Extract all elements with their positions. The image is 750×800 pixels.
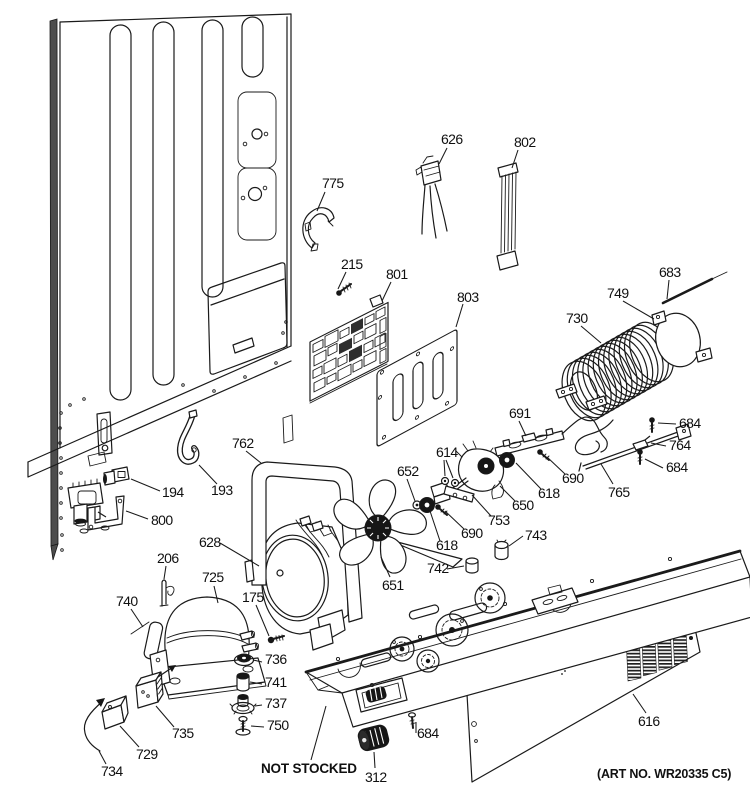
embossed-squares (237, 91, 277, 241)
part-651-fan-blade (333, 479, 463, 574)
part-label-690-l: 690 (461, 525, 483, 541)
part-801-main-control-board (309, 294, 389, 404)
panel-opening (207, 262, 288, 375)
pan-corner-frame (355, 677, 408, 713)
part-label-684-a: 684 (679, 415, 701, 431)
part-label-762: 762 (232, 435, 254, 451)
part-label-690-r: 690 (562, 470, 584, 486)
part-684-screw-a (649, 417, 655, 433)
part-730-condenser-coil (555, 321, 675, 456)
pan-end-bracket (531, 584, 579, 615)
part-775-clamp (302, 207, 335, 252)
part-741-sleeve (236, 672, 250, 692)
part-label-684-b: 684 (666, 459, 688, 475)
part-label-740: 740 (116, 593, 138, 609)
part-label-749: 749 (607, 285, 629, 301)
part-label-626: 626 (441, 131, 463, 147)
part-628-fan-shroud (261, 515, 349, 651)
part-750-stud (235, 715, 251, 736)
part-690-screw-left (435, 504, 448, 516)
part-194-clamp (103, 466, 130, 486)
part-label-741: 741 (265, 674, 287, 690)
rear-panel (27, 13, 294, 561)
part-729-capacitor (101, 695, 129, 730)
part-label-650: 650 (512, 497, 534, 513)
part-label-683: 683 (659, 264, 681, 280)
part-label-616: 616 (638, 713, 660, 729)
part-684-screw-b (637, 449, 643, 465)
part-label-691: 691 (509, 405, 531, 421)
part-691-bracket (489, 416, 608, 459)
part-206-clip (159, 579, 175, 607)
part-683-rod (661, 271, 728, 305)
part-label-614: 614 (436, 444, 458, 460)
part-618-grommet-left (419, 497, 435, 513)
part-label-193: 193 (211, 482, 233, 498)
not-stocked-label: NOT STOCKED (261, 761, 357, 776)
part-label-618-l: 618 (436, 537, 458, 553)
part-740-drier (130, 621, 164, 660)
part-label-737: 737 (265, 695, 287, 711)
part-label-753: 753 (488, 512, 510, 528)
part-label-743: 743 (525, 527, 547, 543)
part-label-736: 736 (265, 651, 287, 667)
leader-lines (98, 147, 677, 769)
part-label-652: 652 (397, 463, 419, 479)
part-735-relay (135, 665, 176, 709)
part-label-651: 651 (382, 577, 404, 593)
part-802-wire-harness (496, 162, 519, 271)
part-193-hose (176, 409, 200, 465)
part-labels: 626 802 775 215 801 803 683 749 730 684 … (101, 131, 731, 785)
part-762-foam-bracket (244, 461, 363, 623)
part-749-baffle-plate (651, 310, 713, 368)
part-175-screw (267, 634, 285, 644)
part-753-motor-bracket (430, 481, 475, 505)
part-215-screw (336, 282, 352, 296)
part-650-fan-motor (412, 440, 550, 516)
part-764-clip (632, 435, 651, 451)
part-725-compressor (149, 596, 267, 700)
part-label-802: 802 (514, 134, 536, 150)
part-618-grommet-right (499, 452, 515, 468)
part-734-lead-wire (83, 698, 105, 752)
part-800-water-valve (67, 478, 125, 534)
part-label-730: 730 (566, 310, 588, 326)
part-label-800: 800 (151, 512, 173, 528)
part-312-wheel (357, 724, 390, 752)
panel-bracket (87, 411, 294, 467)
part-label-215: 215 (341, 256, 363, 272)
part-label-775: 775 (322, 175, 344, 191)
base-pan-not-stocked (304, 549, 750, 728)
part-label-765: 765 (608, 484, 630, 500)
part-label-194: 194 (162, 484, 184, 500)
part-label-729: 729 (136, 746, 158, 762)
part-label-803: 803 (457, 289, 479, 305)
part-684-screw-c (408, 712, 417, 729)
part-743-damper (494, 539, 509, 561)
part-label-312: 312 (365, 769, 387, 785)
part-614-nuts (440, 476, 460, 488)
part-label-742: 742 (427, 560, 449, 576)
part-803-board-cover (376, 329, 458, 447)
part-label-725: 725 (202, 569, 224, 585)
part-742-damper (465, 557, 479, 574)
part-737-grommet (229, 694, 257, 715)
part-label-628: 628 (199, 534, 221, 550)
part-765-tube-assembly (578, 417, 692, 472)
part-label-618-r: 618 (538, 485, 560, 501)
part-626-switch (415, 155, 448, 239)
part-label-684-c: 684 (417, 725, 439, 741)
panel-rivets (58, 320, 288, 552)
part-label-175: 175 (242, 589, 264, 605)
part-690-screw-right (537, 449, 550, 461)
art-number-label: (ART NO. WR20335 C5) (597, 767, 731, 781)
part-label-735: 735 (172, 725, 194, 741)
part-label-750: 750 (267, 717, 289, 733)
part-label-206: 206 (157, 550, 179, 566)
part-label-801: 801 (386, 266, 408, 282)
pan-rings (389, 582, 506, 673)
part-label-734: 734 (101, 763, 123, 779)
part-label-764: 764 (669, 437, 691, 453)
